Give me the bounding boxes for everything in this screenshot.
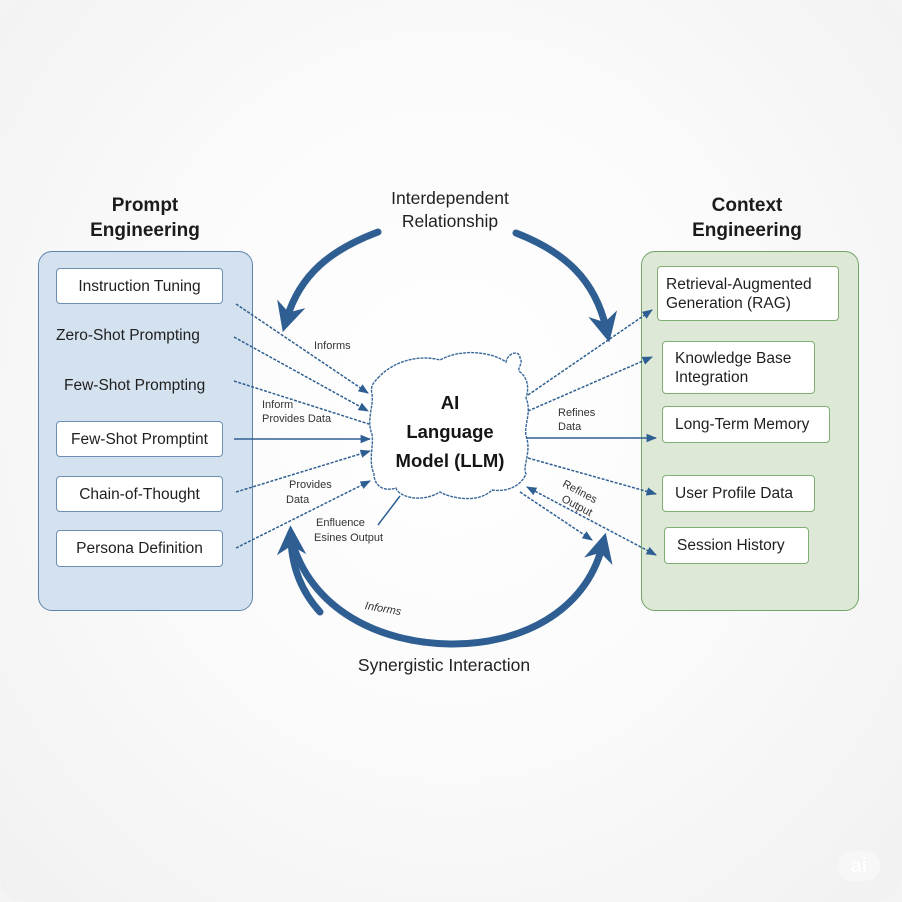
edge-label-influence: Enfluence [316, 517, 365, 529]
interdependent-arrow-left [277, 228, 382, 333]
prompt-engineering-heading: Prompt Engineering [60, 193, 230, 243]
item-label: User Profile Data [675, 485, 794, 502]
arrow-zero-shot [233, 336, 369, 412]
arrow-influence [377, 495, 401, 526]
arrow-chain-of-thought [235, 449, 372, 493]
edge-label-refines-output-left: Esines Output [314, 532, 384, 544]
interdependent-arrow-right [512, 229, 618, 343]
llm-cloud [369, 351, 529, 500]
arrow-persona-definition [235, 480, 371, 549]
llm-label-line-3: Model (LLM) [395, 450, 505, 471]
item-persona-definition: Persona Definition [56, 530, 223, 567]
heading-line-2: Engineering [90, 220, 200, 241]
edge-label-provides-data: Provides Data [262, 413, 332, 425]
llm-label-line-1: AI [440, 392, 460, 413]
item-label: Long-Term Memory [675, 416, 810, 433]
edge-label-provides: Provides [289, 479, 332, 491]
interdependent-relationship-label: Interdependent Relationship [350, 187, 550, 233]
item-label: Persona Definition [76, 540, 203, 557]
item-few-shot-promptint: Few-Shot Promptint [56, 421, 223, 457]
heading-line-2: Engineering [692, 220, 802, 241]
item-few-shot-prompting: Few-Shot Prompting [64, 377, 206, 394]
rel-line-1: Interdependent [391, 188, 509, 208]
item-user-profile-data: User Profile Data [662, 475, 815, 512]
heading-line-1: Context [711, 195, 783, 216]
item-label-line-1: Retrieval-Augmented [666, 275, 812, 293]
arrow-to-synergy [519, 491, 593, 541]
item-label-line-2: Integration [675, 368, 749, 386]
edge-label-informs-top: Informs [314, 340, 351, 352]
item-label: Instruction Tuning [78, 277, 201, 295]
synergistic-arrow-left-head [276, 525, 324, 616]
edge-label-data-right: Data [558, 421, 582, 433]
ai-badge-icon: ai [838, 851, 880, 881]
arrow-few-shot [233, 380, 373, 426]
arrow-session-history [526, 486, 657, 556]
synergistic-arrow [287, 532, 613, 648]
item-label: Few-Shot Promptint [71, 430, 208, 448]
item-label: Session History [677, 537, 785, 554]
item-label-line-2: Generation (RAG) [666, 294, 791, 312]
edge-label-inform: Inform [262, 399, 294, 411]
item-chain-of-thought: Chain-of-Thought [56, 476, 223, 512]
item-long-term-memory: Long-Term Memory [662, 406, 830, 443]
item-label-line-1: Knowledge Base [675, 349, 792, 367]
heading-line-1: Prompt [111, 195, 179, 216]
arrow-to-user-profile [527, 457, 658, 496]
arrow-instruction-tuning [235, 303, 369, 394]
item-label: Chain-of-Thought [79, 485, 200, 503]
arrow-to-knowledge-base [527, 356, 653, 412]
arrow-to-rag [527, 309, 653, 396]
llm-label: AI Language Model (LLM) [390, 388, 510, 475]
item-session-history: Session History [664, 527, 809, 564]
item-zero-shot-prompting: Zero-Shot Prompting [56, 327, 200, 344]
badge-text: ai [850, 854, 868, 877]
llm-label-line-2: Language [406, 421, 494, 442]
item-knowledge-base-integration: Knowledge Base Integration [662, 341, 815, 394]
context-engineering-heading: Context Engineering [662, 193, 832, 243]
item-rag: Retrieval-Augmented Generation (RAG) [657, 266, 839, 321]
edge-label-refines: Refines [558, 407, 596, 419]
synergistic-interaction-label: Synergistic Interaction [357, 655, 531, 675]
item-instruction-tuning: Instruction Tuning [56, 268, 223, 304]
rel-line-2: Relationship [401, 211, 499, 231]
edge-label-data: Data [286, 494, 310, 506]
